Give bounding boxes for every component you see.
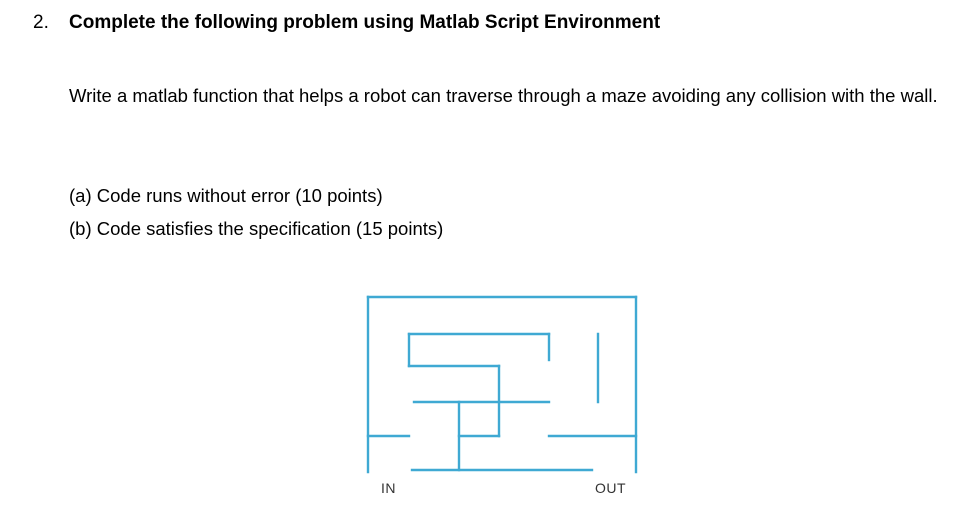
maze-entry-label: IN	[381, 480, 396, 496]
grading-criteria: (a) Code runs without error (10 points) …	[69, 179, 443, 245]
problem-number: 2.	[33, 12, 49, 33]
maze-exit-label: OUT	[595, 480, 627, 496]
criterion-b: (b) Code satisfies the specification (15…	[69, 218, 444, 239]
problem-title: Complete the following problem using Mat…	[69, 12, 661, 33]
problem-description: Write a matlab function that helps a rob…	[69, 85, 938, 106]
criterion-a: (a) Code runs without error (10 points)	[69, 185, 383, 206]
